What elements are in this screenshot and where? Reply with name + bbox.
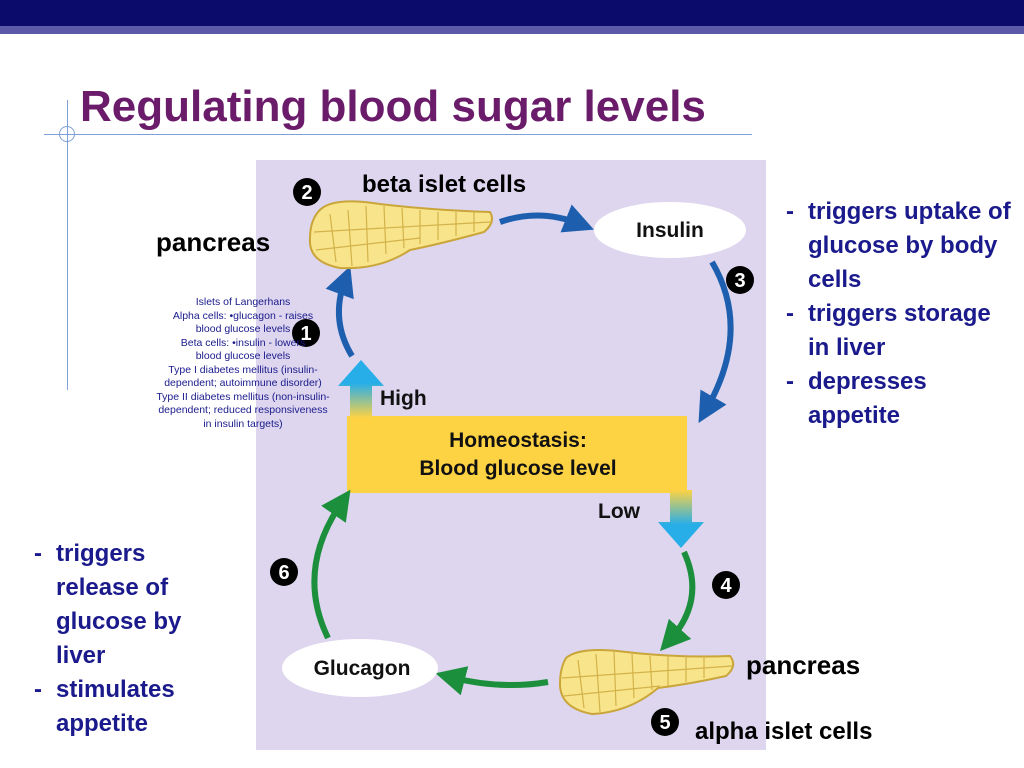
slide-title: Regulating blood sugar levels — [80, 82, 706, 131]
alpha-to-glucagon-arrow — [435, 666, 549, 696]
beta-to-insulin-arrow — [499, 204, 594, 233]
pancreas-top-label: pancreas — [156, 227, 271, 257]
step-badge-2: 2 — [293, 178, 321, 206]
overlay-line: dependent; autoimmune disorder) — [164, 377, 322, 389]
high-up-arrow — [338, 360, 384, 418]
overlay-line: Type II diabetes mellitus (non-insulin- — [156, 390, 330, 403]
top-stripe — [0, 26, 1024, 34]
glucagon-to-homeostasis-arrow — [311, 489, 351, 640]
svg-text:2: 2 — [301, 182, 312, 204]
homeostasis-box — [347, 416, 687, 493]
high-to-beta-arrow — [325, 265, 355, 358]
top-banner — [0, 0, 1024, 26]
svg-text:1: 1 — [300, 323, 311, 345]
list-item: - stimulates appetite — [34, 676, 175, 737]
overlay-line: Islets of Langerhans — [195, 296, 291, 308]
alpha-islet-cells-label: alpha islet cells — [695, 718, 873, 745]
pancreas-bottom-image — [558, 649, 735, 716]
svg-text:6: 6 — [278, 562, 289, 584]
glucagon-oval — [282, 639, 438, 697]
insulin-effects-list: - triggers uptake of glucose by body cel… — [786, 195, 1018, 433]
beta-islet-cells-label: beta islet cells — [362, 171, 527, 198]
step-badge-6: 6 — [270, 558, 298, 586]
overlay-line: dependent; reduced responsiveness — [158, 404, 328, 416]
svg-text:5: 5 — [659, 712, 670, 734]
high-label: High — [380, 387, 427, 410]
overlay-line: blood glucose levels — [195, 323, 291, 335]
low-label: Low — [598, 500, 641, 523]
step-badge-4: 4 — [712, 571, 740, 599]
islets-overlay-notes: Islets of Langerhans Alpha cells: •gluca… — [140, 296, 346, 431]
low-down-arrow — [658, 490, 704, 548]
insulin-label: Insulin — [636, 219, 704, 242]
pancreas-bottom-label: pancreas — [746, 650, 861, 680]
list-item: - depresses appetite — [786, 368, 927, 429]
glucagon-effects-list: - triggers release of glucose by liver -… — [34, 537, 224, 741]
svg-text:3: 3 — [734, 270, 745, 292]
insulin-to-homeostasis-arrow — [698, 260, 734, 424]
list-item: - triggers uptake of glucose by body cel… — [786, 198, 1011, 293]
homeostasis-title: Homeostasis: — [449, 429, 587, 452]
overlay-line: in insulin targets) — [203, 417, 283, 430]
overlay-line: Alpha cells: •glucagon - raises — [172, 309, 314, 322]
homeostasis-subtitle: Blood glucose level — [419, 457, 616, 480]
title-underline — [44, 134, 752, 135]
insulin-oval — [594, 202, 746, 258]
step-badge-1: 1 — [292, 319, 320, 347]
pancreas-top-image — [308, 200, 493, 270]
overlay-line: Type I diabetes mellitus (insulin- — [168, 363, 318, 376]
svg-text:4: 4 — [720, 575, 732, 597]
step-badge-5: 5 — [651, 708, 679, 736]
crosshair-circle-icon — [59, 126, 75, 142]
list-item: - triggers storage in liver — [786, 300, 991, 361]
list-item: - triggers release of glucose by liver — [34, 540, 182, 669]
glucagon-label: Glucagon — [314, 657, 411, 680]
overlay-line: Beta cells: •insulin - lowers — [180, 336, 306, 349]
step-badge-3: 3 — [726, 266, 754, 294]
low-to-alpha-arrow — [659, 550, 696, 652]
overlay-line: blood glucose levels — [195, 350, 291, 362]
vertical-guide-line — [67, 100, 68, 390]
